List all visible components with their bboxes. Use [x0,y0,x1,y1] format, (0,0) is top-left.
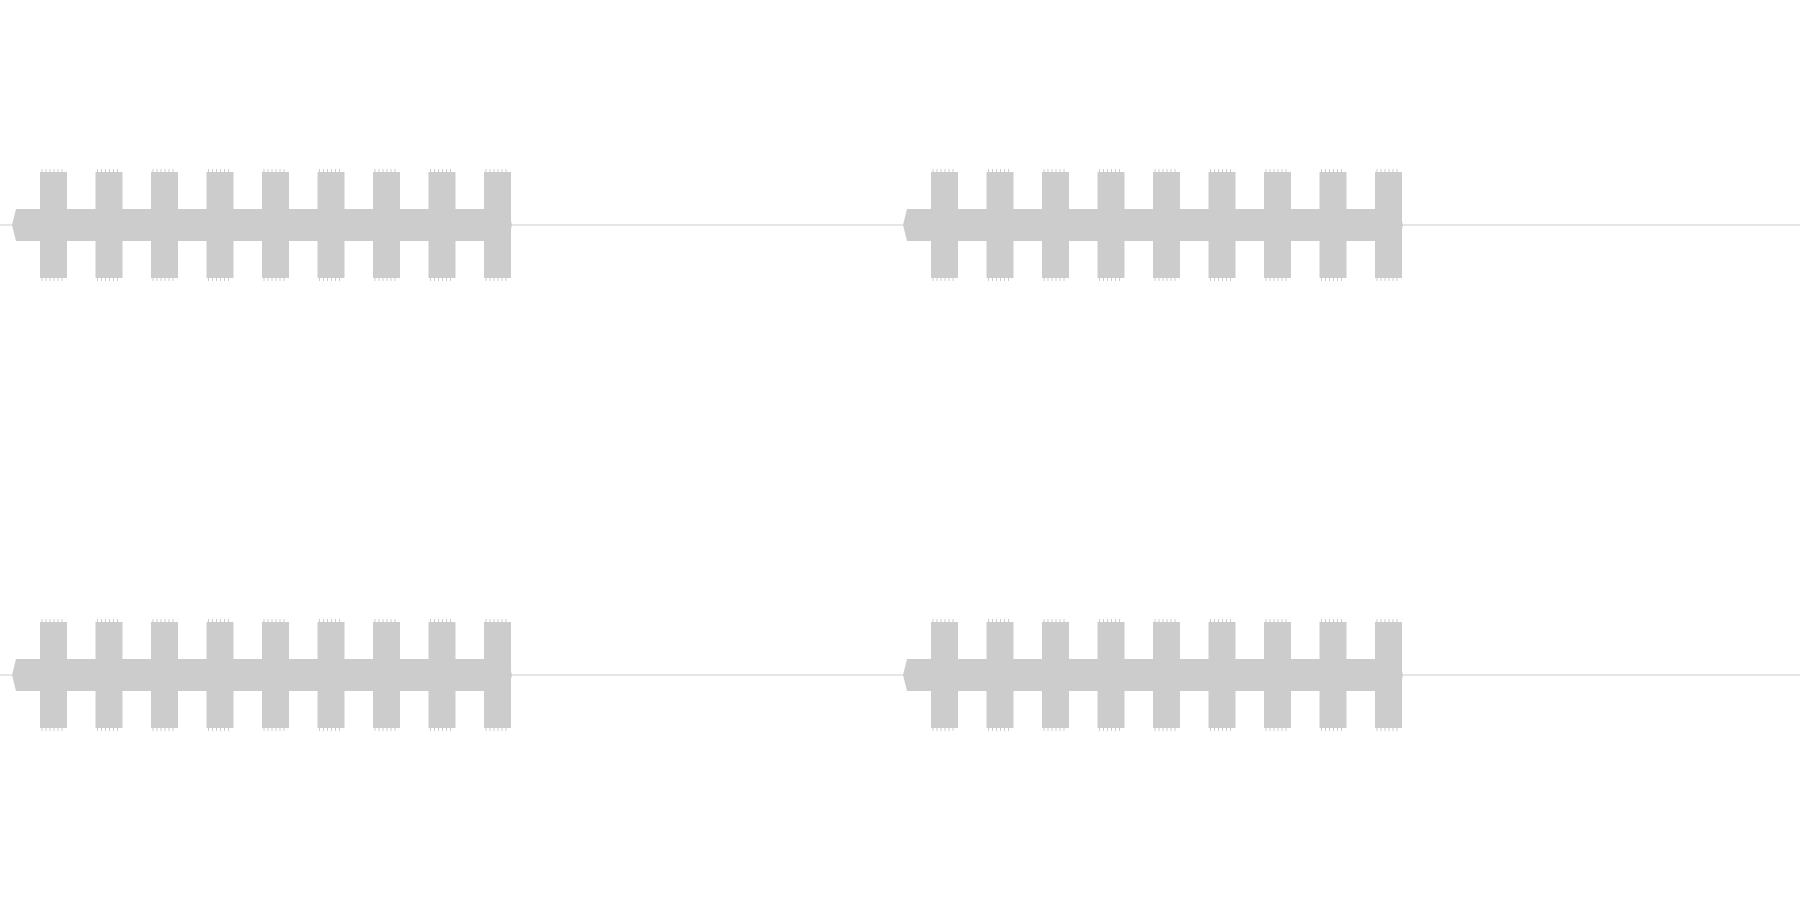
burst-mark [317,622,345,728]
burst-mark [1208,622,1236,728]
burst-mark [1097,172,1125,278]
burst-mark [1042,622,1069,728]
burst-mark [1208,172,1236,278]
burst-mark [484,622,511,728]
burst-mark [317,172,345,278]
burst-mark [40,172,67,278]
burst-mark [40,622,67,728]
burst-mark [1264,172,1291,278]
channels-layer [0,169,1800,731]
waveform-channel [0,619,1800,731]
waveform-channel [0,169,1800,281]
burst-mark [1375,172,1402,278]
burst-mark [1097,622,1125,728]
burst-mark [151,622,178,728]
burst-mark [151,172,178,278]
burst-mark [931,622,958,728]
burst-mark [262,622,289,728]
burst-mark [95,172,123,278]
burst-mark [1153,622,1180,728]
burst-mark [986,622,1014,728]
burst-mark [1042,172,1069,278]
burst-mark [1375,622,1402,728]
burst-mark [95,622,123,728]
burst-mark [206,622,234,728]
burst-mark [931,172,958,278]
burst-mark [373,622,400,728]
burst-mark [1319,172,1347,278]
burst-mark [1319,622,1347,728]
burst-mark [484,172,511,278]
burst-mark [986,172,1014,278]
burst-mark [206,172,234,278]
burst-mark [1153,172,1180,278]
burst-mark [428,622,456,728]
burst-mark [262,172,289,278]
burst-mark [373,172,400,278]
burst-mark [428,172,456,278]
burst-mark [1264,622,1291,728]
